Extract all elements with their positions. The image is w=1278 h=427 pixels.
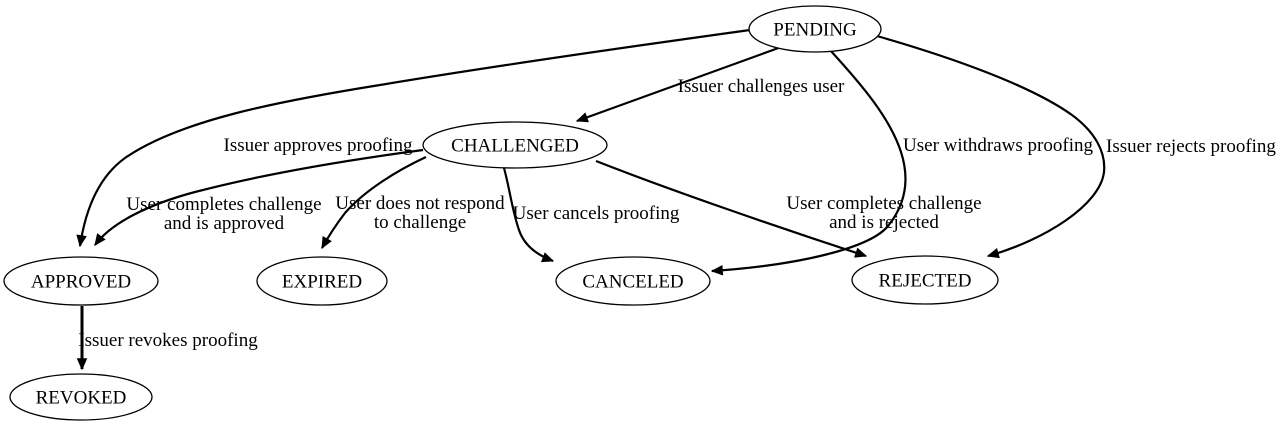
node-label-challenged: CHALLENGED [451,136,579,157]
edge-label-challenged-to-approved-line1: User completes challenge [126,194,321,215]
edges-layer [76,28,1106,371]
node-canceled: CANCELED [555,256,711,306]
node-ellipse-rejected [851,255,999,305]
edge-label-pending-to-approved-line1: Issuer approves proofing [224,135,413,156]
node-label-approved: APPROVED [31,272,131,293]
edge-label-approved-to-revoked-line1: Issuer revokes proofing [78,330,258,351]
edge-challenged-to-rejected [595,159,868,258]
edge-label-challenged-to-expired-line2: to challenge [374,212,466,233]
node-label-expired: EXPIRED [282,272,362,293]
edge-label-pending-to-challenged-line1: Issuer challenges user [678,76,845,97]
edge-label-pending-to-canceled-line1: User withdraws proofing [903,135,1093,156]
edge-label-challenged-to-expired-line1: User does not respond [335,193,505,214]
node-label-rejected: REJECTED [879,271,972,292]
node-challenged: CHALLENGED [422,121,608,169]
edge-pending-to-challenged [575,44,785,123]
node-ellipse-expired [256,256,388,306]
node-ellipse-canceled [555,256,711,306]
node-ellipse-approved [3,256,159,306]
node-approved: APPROVED [3,256,159,306]
nodes-layer: PENDING CHALLENGED APPROVED EXPIRED CANCELED… [3,5,999,421]
node-ellipse-challenged [422,121,608,169]
edge-label-pending-to-rejected-line1: Issuer rejects proofing [1106,136,1276,157]
node-revoked: REVOKED [9,373,153,421]
node-ellipse-pending [748,5,882,53]
node-label-pending: PENDING [773,20,857,41]
edge-label-challenged-to-canceled-line1: User cancels proofing [513,203,680,224]
node-rejected: REJECTED [851,255,999,305]
node-pending: PENDING [748,5,882,53]
edge-challenged-to-expired [321,156,427,250]
edge-pending-to-approved [76,28,751,248]
edge-label-challenged-to-approved-line2: and is approved [164,213,285,234]
edge-label-challenged-to-rejected-line1: User completes challenge [786,193,981,214]
node-label-canceled: CANCELED [582,272,683,293]
node-ellipse-revoked [9,373,153,421]
edge-pending-to-rejected [876,34,1106,259]
node-expired: EXPIRED [256,256,388,306]
edge-pending-to-canceled [710,49,907,276]
node-label-revoked: REVOKED [36,388,127,409]
edge-challenged-to-approved [94,148,424,246]
edge-label-challenged-to-rejected-line2: and is rejected [829,212,939,233]
edge-challenged-to-canceled [502,167,555,263]
